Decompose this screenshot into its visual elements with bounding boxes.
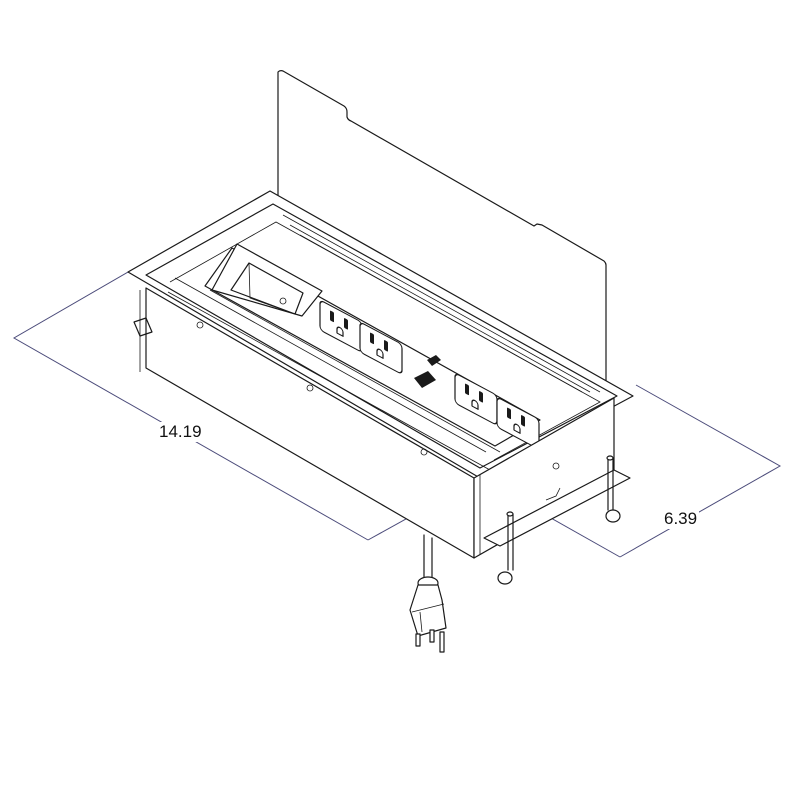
hinged-lid	[277, 70, 607, 387]
dimension-width-label: 6.39	[662, 509, 700, 529]
box-body	[133, 287, 615, 559]
outlets	[319, 300, 540, 449]
outlet-4	[496, 397, 540, 449]
outlet-2	[359, 322, 403, 374]
data-module-cutout	[211, 243, 323, 317]
power-cord-plug	[409, 534, 447, 653]
usb-ports	[414, 355, 441, 388]
mounting-clamps	[483, 455, 631, 585]
dimension-length-label: 14.19	[157, 422, 204, 442]
